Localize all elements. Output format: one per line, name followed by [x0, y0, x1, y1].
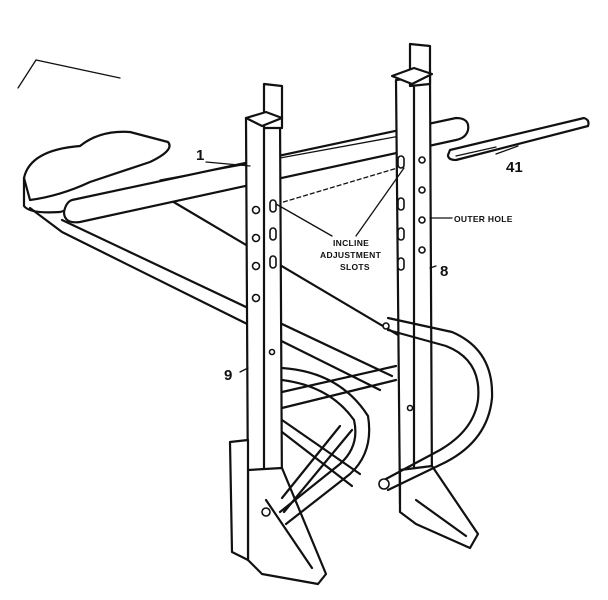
label-part-1: 1 — [196, 147, 204, 164]
label-part-9: 9 — [224, 367, 232, 384]
label-incline-line3: SLOTS — [340, 262, 370, 272]
label-part-8: 8 — [440, 263, 448, 280]
corner-mark — [17, 59, 121, 89]
base-cross-frame — [280, 364, 398, 514]
label-incline-line2: ADJUSTMENT — [320, 250, 382, 260]
incline-dashed-line — [269, 165, 405, 207]
left-upright-9 — [228, 82, 328, 586]
label-part-41: 41 — [506, 159, 523, 176]
leg-support-tube — [278, 316, 494, 526]
label-incline-line1: INCLINE — [333, 238, 369, 248]
rod-41 — [446, 116, 590, 162]
right-upright-8 — [390, 42, 480, 550]
leader-lines — [205, 145, 519, 373]
label-outer-hole: OUTER HOLE — [454, 214, 513, 224]
